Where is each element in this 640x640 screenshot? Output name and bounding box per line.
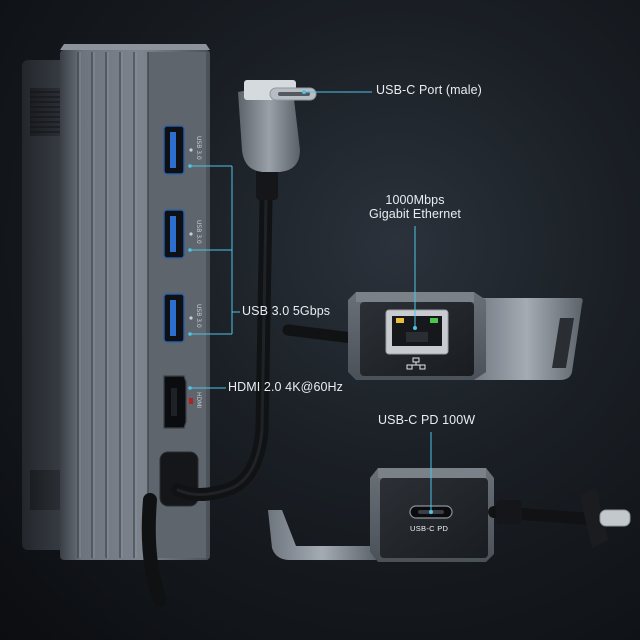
usb-a-port-1 <box>163 125 185 175</box>
usb-symbol-icon <box>189 148 193 404</box>
hdmi-port-print: HDMI <box>195 392 202 409</box>
usb-c-pd-port-print: USB-C PD <box>410 524 449 533</box>
network-icon <box>406 357 426 370</box>
usb-c-pd-module <box>268 468 494 562</box>
label-usb-3-0: USB 3.0 5Gbps <box>242 304 331 318</box>
label-usb-c-pd: USB-C PD 100W <box>378 413 476 427</box>
hub-body <box>60 44 210 560</box>
label-usb-c-male: USB-C Port (male) <box>376 83 482 97</box>
usb-a-port-2-print: USB 3.0 <box>195 220 202 244</box>
pd-cable <box>488 488 631 548</box>
callout-lines <box>188 90 433 514</box>
usb-a-port-2 <box>163 209 185 259</box>
usb-a-port-3-print: USB 3.0 <box>195 304 202 328</box>
label-ethernet-speed: 1000Mbps <box>385 193 445 207</box>
label-ethernet: 1000Mbps Gigabit Ethernet <box>362 193 468 221</box>
hdmi-port <box>163 375 187 429</box>
label-ethernet-type: Gigabit Ethernet <box>369 207 461 221</box>
ethernet-cable <box>282 324 358 344</box>
ethernet-module <box>348 292 583 380</box>
usb-a-port-1-print: USB 3.0 <box>195 136 202 160</box>
label-hdmi: HDMI 2.0 4K@60Hz <box>228 380 344 394</box>
usb-a-port-3 <box>163 293 185 343</box>
usb-c-male-plug <box>238 80 317 200</box>
bottom-cable <box>141 193 273 607</box>
